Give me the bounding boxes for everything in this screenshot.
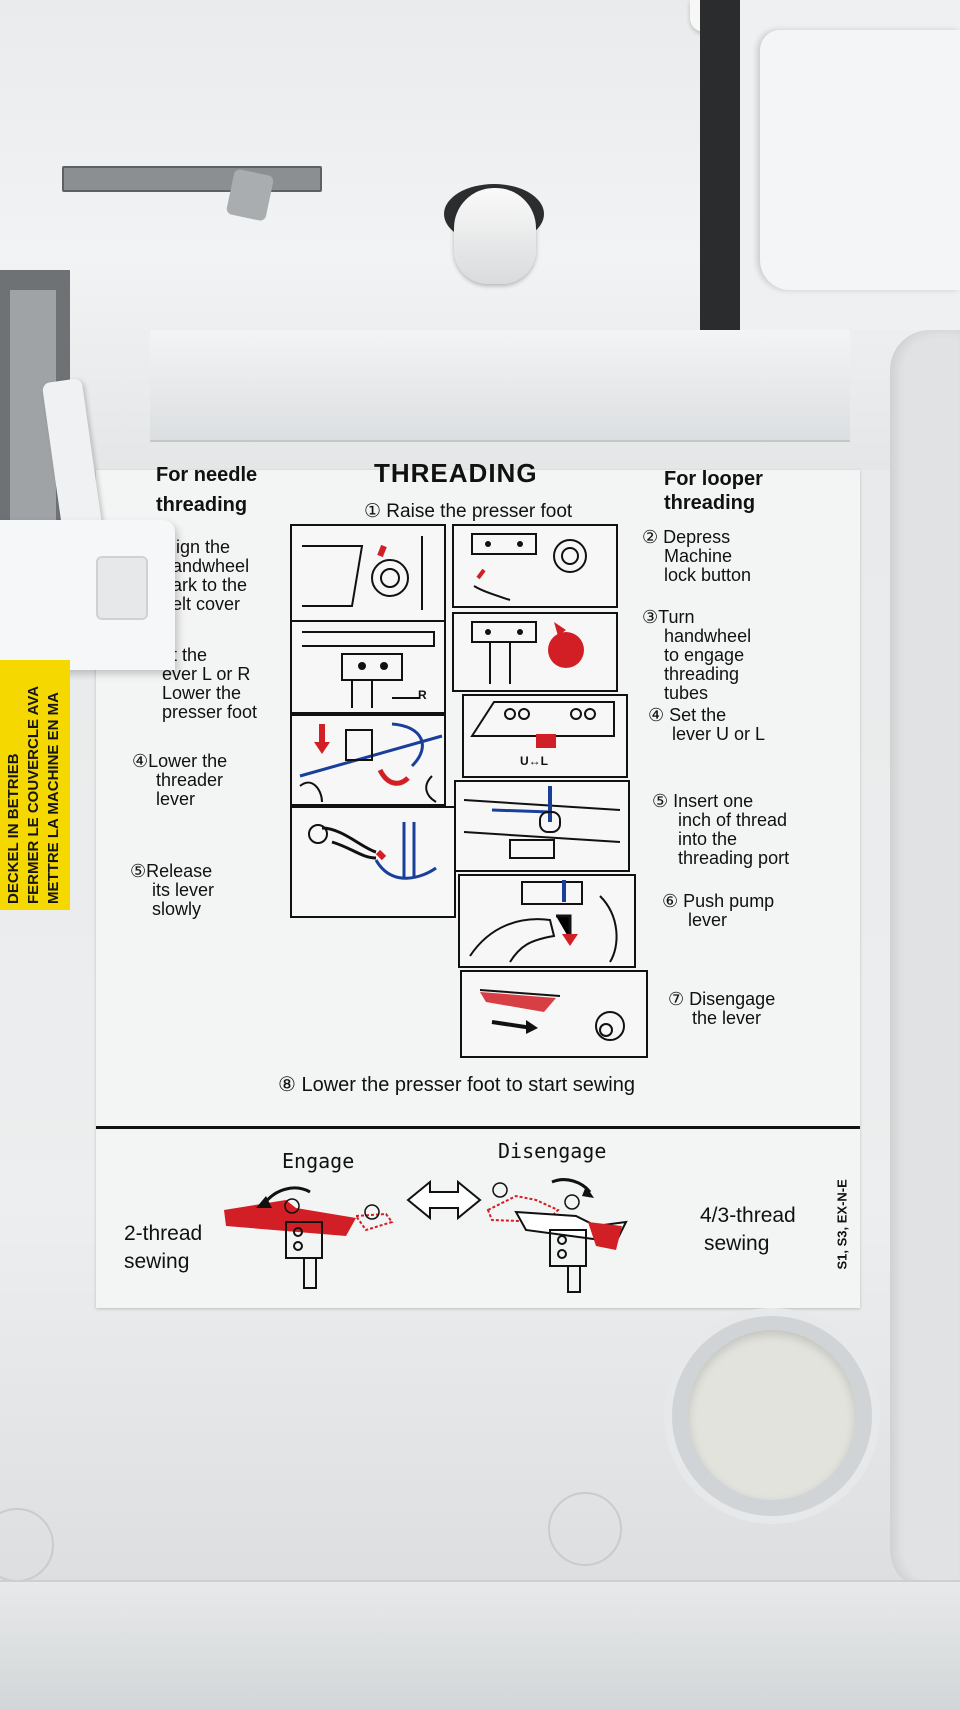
warning-label-text: DECKEL IN BETRIEB FERMER LE COUVERCLE AV…	[4, 664, 64, 904]
threader-arm-hole	[96, 556, 148, 620]
base-foot-ring	[548, 1492, 622, 1566]
threader-arm[interactable]	[0, 520, 175, 670]
threading-instruction-sticker: THREADING For needle threading For loope…	[96, 470, 860, 1308]
warning-label-yellow: DECKEL IN BETRIEB FERMER LE COUVERCLE AV…	[0, 660, 70, 910]
inner-ledge	[150, 330, 850, 442]
base-bottom-edge	[0, 1580, 960, 1709]
engage-illustrations	[96, 470, 860, 1308]
disengage-looper-icon	[488, 1180, 626, 1292]
engage-looper-icon	[224, 1188, 392, 1288]
double-arrow-icon	[408, 1182, 480, 1218]
lock-knob[interactable]	[454, 188, 536, 284]
base-right-curve	[890, 330, 960, 1590]
right-housing-face	[760, 30, 960, 290]
cutter-slot	[62, 166, 322, 192]
base-hole	[688, 1330, 856, 1500]
